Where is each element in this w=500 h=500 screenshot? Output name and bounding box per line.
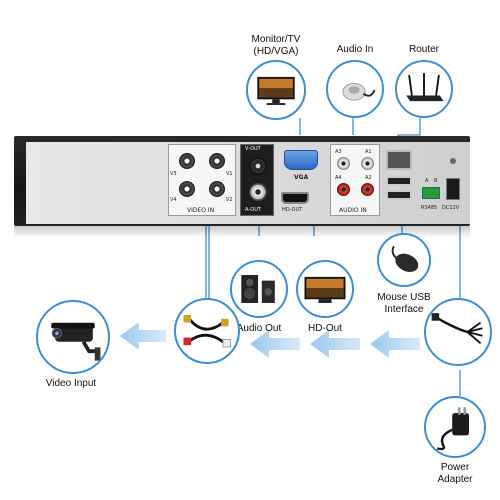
vga-port <box>284 150 318 170</box>
bnc-v3 <box>179 153 195 169</box>
usb-port-2 <box>386 190 412 200</box>
mouse-label-line2: Interface <box>384 304 424 315</box>
bnc-cable-circle <box>174 298 240 364</box>
bnc-cable-icon <box>183 315 231 348</box>
vout-port <box>249 157 267 175</box>
router-icon <box>406 73 444 102</box>
label-v4: V4 <box>170 197 177 203</box>
label-v1: V1 <box>226 171 233 177</box>
microphone-icon <box>342 82 376 101</box>
mouse-icon <box>391 245 419 272</box>
router-label: Router <box>408 44 439 55</box>
audio-out-circle <box>230 260 288 318</box>
audio-in-group: A3 A1 A4 A2 AUDIO IN <box>330 144 380 216</box>
label-v-out: V-OUT <box>245 146 261 152</box>
bnc-v1 <box>209 153 225 169</box>
router-circle <box>395 60 453 118</box>
label-a1: A1 <box>365 149 372 155</box>
label-dc12v: DC12V <box>442 205 460 211</box>
mouse-circle <box>377 233 431 287</box>
rca-a4 <box>337 183 350 196</box>
camera-icon <box>51 322 101 361</box>
label-rs485: RS485 <box>421 205 438 211</box>
usb-port-1 <box>386 176 412 186</box>
power-splitter-circle <box>424 298 492 366</box>
monitor-circle <box>246 60 306 120</box>
tv-icon <box>304 276 346 303</box>
camera-circle <box>36 300 110 374</box>
label-video-in: VIDEO IN <box>187 207 215 214</box>
dvr-reflection <box>14 226 470 238</box>
power-splitter-icon <box>431 313 483 345</box>
audio-in-circle <box>326 60 384 118</box>
hd-out-port <box>281 192 309 204</box>
mouse-label: Mouse USB Interface <box>364 292 444 316</box>
label-a3: A3 <box>335 149 342 155</box>
bnc-v2 <box>209 181 225 197</box>
video-in-group: V3 V1 V4 V2 VIDEO IN <box>168 144 236 216</box>
video-input-label: Video Input <box>45 378 97 389</box>
label-hd-out: HD-OUT <box>282 207 303 213</box>
rca-a2 <box>361 183 374 196</box>
hd-out-label: HD-Out <box>308 323 342 334</box>
hd-out-circle <box>296 260 354 318</box>
label-a2: A2 <box>365 175 372 181</box>
aout-port <box>249 183 267 201</box>
monitor-icon <box>257 76 295 105</box>
mouse-label-line1: Mouse USB <box>377 292 431 303</box>
monitor-label-line2: (HD/VGA) <box>253 46 299 57</box>
lan-port <box>386 150 412 170</box>
arrow-4 <box>120 322 166 350</box>
power-label-line2: Adapter <box>437 474 473 485</box>
vout-aout-group: V-OUT A-OUT <box>240 144 274 216</box>
speaker-icon <box>241 275 275 303</box>
label-v3: V3 <box>170 171 177 177</box>
rca-a1 <box>361 157 374 170</box>
power-adapter-label: Power Adapter <box>418 462 492 486</box>
rca-a3 <box>337 157 350 170</box>
dc-jack <box>446 178 460 200</box>
power-label-line1: Power <box>440 462 470 473</box>
label-a4: A4 <box>335 175 342 181</box>
label-audio-in-panel: AUDIO IN <box>339 207 367 214</box>
rs485-terminal <box>422 187 440 199</box>
audio-in-label: Audio In <box>336 44 374 55</box>
ground-screw <box>450 158 456 164</box>
label-a-out: A-OUT <box>245 207 261 213</box>
bnc-v4 <box>179 181 195 197</box>
label-a: A <box>425 178 429 184</box>
arrow-1 <box>370 330 420 358</box>
label-v2: V2 <box>226 197 233 203</box>
power-adapter-circle <box>424 396 486 458</box>
monitor-label: Monitor/TV (HD/VGA) <box>226 34 326 58</box>
audio-out-label: Audio Out <box>236 323 282 334</box>
monitor-label-line1: Monitor/TV <box>251 34 301 45</box>
label-b: B <box>434 178 438 184</box>
label-vga: VGA <box>294 174 309 181</box>
power-adapter-icon <box>436 407 470 451</box>
